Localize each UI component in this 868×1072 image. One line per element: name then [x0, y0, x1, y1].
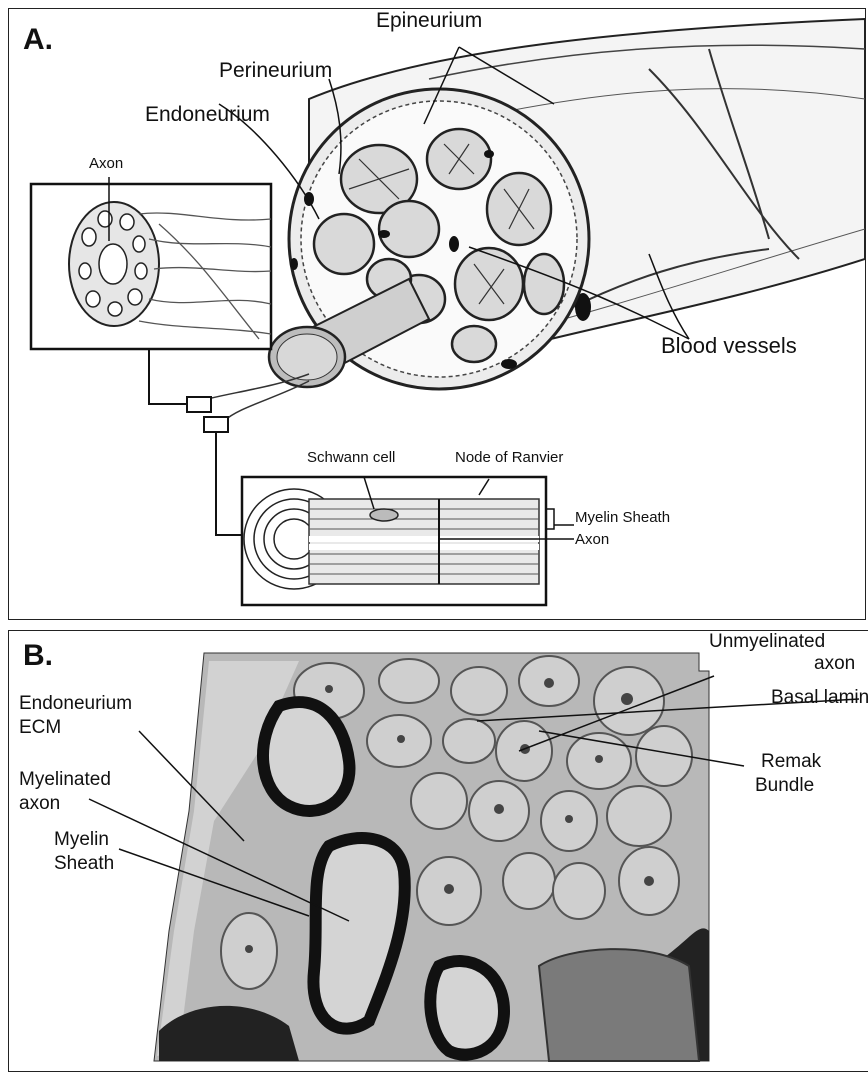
panel-label-b: B.: [23, 639, 53, 673]
label-axon: Axon: [89, 155, 123, 173]
label-myelin-sheath-b-2: Sheath: [54, 853, 114, 875]
label-endoneurium: Endoneurium: [145, 103, 270, 127]
panel-label-a: A.: [23, 23, 53, 57]
label-schwann-cell: Schwann cell: [307, 449, 395, 467]
panel-a: A. Epineurium Perineurium Endoneurium Ax…: [8, 8, 866, 620]
label-myelinated-1: Myelinated: [19, 769, 111, 791]
label-node-of-ranvier: Node of Ranvier: [455, 449, 563, 467]
label-basal-lamina: Basal lamina: [771, 687, 868, 709]
label-remak-1: Remak: [761, 751, 821, 773]
label-remak-2: Bundle: [755, 775, 814, 797]
label-myelinated-2: axon: [19, 793, 60, 815]
label-unmyelinated-1: Unmyelinated: [709, 631, 825, 653]
electron-micrograph: [9, 631, 868, 1071]
label-myelin-sheath: Myelin Sheath: [575, 509, 670, 527]
label-axon-inset: Axon: [575, 531, 609, 549]
label-myelin-sheath-b-1: Myelin: [54, 829, 109, 851]
nerve-illustration: [9, 9, 865, 619]
label-endoneurium-ecm-1: Endoneurium: [19, 693, 132, 715]
label-endoneurium-ecm-2: ECM: [19, 717, 61, 739]
label-epineurium: Epineurium: [376, 9, 482, 33]
panel-b: B. Unmyelinated axon Endoneurium ECM Bas…: [8, 630, 868, 1072]
label-perineurium: Perineurium: [219, 59, 332, 83]
label-blood-vessels: Blood vessels: [661, 333, 797, 359]
label-unmyelinated-2: axon: [814, 653, 855, 675]
